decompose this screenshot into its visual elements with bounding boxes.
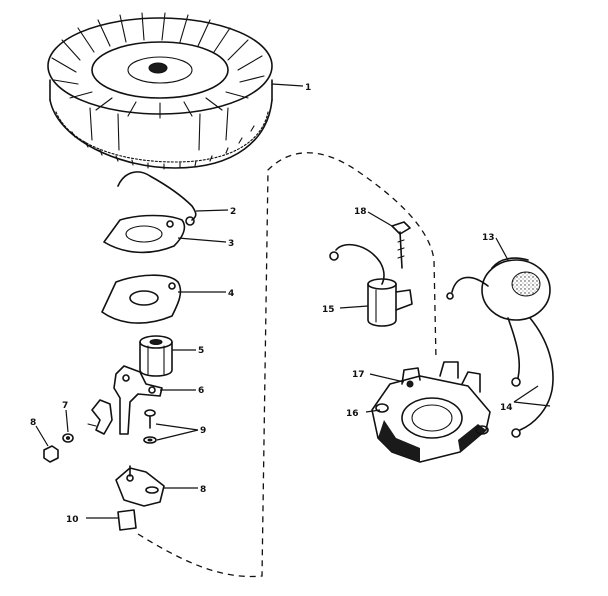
leader-13 bbox=[495, 237, 509, 261]
callout-1: 1 bbox=[305, 83, 311, 93]
callout-8b: 8 bbox=[200, 485, 206, 495]
callout-3: 3 bbox=[228, 239, 234, 249]
felt-pad bbox=[117, 509, 137, 531]
mounting-plate bbox=[115, 465, 165, 507]
leader-18 bbox=[367, 211, 393, 227]
screw-and-washer bbox=[143, 409, 157, 444]
callout-6: 6 bbox=[198, 386, 204, 396]
callout-13: 13 bbox=[482, 233, 495, 243]
leader-2 bbox=[195, 209, 229, 212]
contact-point bbox=[87, 399, 113, 435]
flywheel bbox=[47, 12, 273, 170]
leader-9a bbox=[155, 423, 199, 431]
spring-clip bbox=[117, 171, 197, 226]
callout-16: 16 bbox=[346, 409, 359, 419]
leader-14b bbox=[513, 401, 551, 407]
leader-3 bbox=[177, 237, 227, 243]
callout-5: 5 bbox=[198, 346, 204, 356]
washer bbox=[62, 433, 74, 443]
callout-10: 10 bbox=[66, 515, 79, 525]
leader-1 bbox=[271, 83, 304, 87]
callout-17: 17 bbox=[352, 370, 365, 380]
callout-15: 15 bbox=[322, 305, 335, 315]
cover-plate bbox=[103, 214, 186, 254]
leader-8a bbox=[35, 425, 49, 447]
callout-9: 9 bbox=[200, 426, 206, 436]
assembly-outline bbox=[137, 152, 437, 578]
callout-8a: 8 bbox=[30, 418, 36, 428]
bushing bbox=[139, 335, 173, 377]
leader-16 bbox=[365, 409, 381, 413]
leader-17 bbox=[369, 373, 405, 383]
callout-7: 7 bbox=[62, 401, 68, 411]
breaker-bracket bbox=[113, 365, 163, 435]
ignition-coil bbox=[446, 257, 554, 438]
callout-14: 14 bbox=[500, 403, 513, 413]
screw bbox=[391, 221, 411, 269]
nut bbox=[43, 445, 59, 463]
stator-housing bbox=[371, 361, 491, 463]
leader-9b bbox=[156, 429, 199, 441]
condenser bbox=[329, 243, 413, 327]
callout-18: 18 bbox=[354, 207, 367, 217]
gasket bbox=[101, 274, 182, 324]
leader-7 bbox=[65, 409, 69, 433]
leader-14a bbox=[513, 385, 539, 403]
leader-15 bbox=[339, 305, 369, 309]
callout-4: 4 bbox=[228, 289, 234, 299]
callout-2: 2 bbox=[230, 207, 236, 217]
